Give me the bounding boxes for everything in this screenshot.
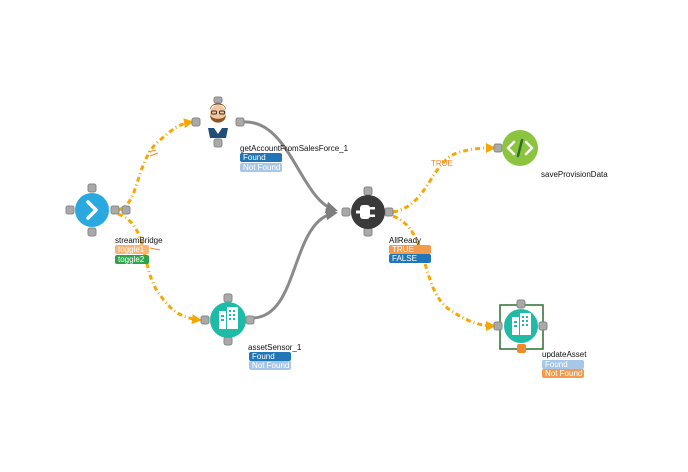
port-badge-found[interactable]: Found [542,360,584,369]
port-handle[interactable] [87,227,97,237]
port-handle[interactable] [65,205,75,215]
chevron-right-icon [86,200,98,220]
edge-allready-to-save[interactable] [392,143,496,214]
node-update-asset[interactable] [493,299,548,353]
port-badge-true[interactable]: TRUE [389,245,431,254]
port-handle[interactable] [493,321,503,331]
port-handle[interactable] [363,186,373,196]
node-label-asset-sensor: assetSensor_1 [248,343,302,352]
node-label-all-ready: AllReady [389,236,422,245]
port-handle[interactable] [245,315,255,325]
port-badge-not-found[interactable]: Not Found [249,361,291,370]
port-handle[interactable] [213,138,223,148]
port-handle[interactable] [223,293,233,303]
edge-stream-to-account[interactable] [117,118,194,212]
port-handle[interactable] [213,96,223,104]
port-handle[interactable] [493,143,503,153]
port-badge-found[interactable]: Found [249,352,291,361]
node-label-update-asset: updateAsset [542,350,587,359]
port-badge-false[interactable]: FALSE [389,254,431,263]
port-badge-not-found[interactable]: Not Found [542,369,584,378]
port-handle[interactable] [121,205,131,215]
port-handle[interactable] [235,117,245,127]
port-handle[interactable] [341,207,351,217]
edge-tick [147,149,159,157]
node-label-stream-bridge: streamBridge [115,236,163,245]
edge-allready-to-update[interactable] [392,214,496,331]
building-icon [512,313,531,335]
port-handle[interactable] [191,117,201,127]
port-badge-toggle2[interactable]: toggle2 [115,255,149,264]
building-icon [219,307,238,329]
port-handle[interactable] [363,227,373,237]
port-handle[interactable] [110,205,120,215]
node-all-ready[interactable] [341,186,394,237]
node-save-provision[interactable] [493,130,538,166]
edge-label-true: TRUE [431,159,453,168]
port-handle[interactable] [223,336,233,346]
port-handle[interactable] [538,321,548,331]
edge-account-to-allready[interactable] [241,120,338,214]
edge-sensor-to-allready[interactable] [251,208,338,320]
person-avatar-icon [208,103,228,138]
port-badge-found[interactable]: Found [240,153,282,162]
node-asset-sensor[interactable] [200,293,255,346]
edge-tick [149,247,161,251]
node-label-save-provision: saveProvisionData [541,170,608,179]
code-icon [506,138,534,158]
port-handle[interactable] [516,299,526,309]
port-badge-toggle1[interactable]: toggle1 [115,245,149,254]
edge-stream-to-sensor[interactable] [117,212,202,325]
node-label-get-account: getAccountFromSalesForce_1 [240,144,349,153]
port-handle[interactable] [200,315,210,325]
plug-icon [356,205,375,219]
port-badge-not-found[interactable]: Not Found [240,163,282,172]
port-handle[interactable] [384,207,394,217]
port-handle-active[interactable] [517,344,526,353]
node-get-account[interactable] [191,96,245,148]
port-handle[interactable] [87,183,97,193]
node-stream-bridge[interactable] [65,183,131,237]
